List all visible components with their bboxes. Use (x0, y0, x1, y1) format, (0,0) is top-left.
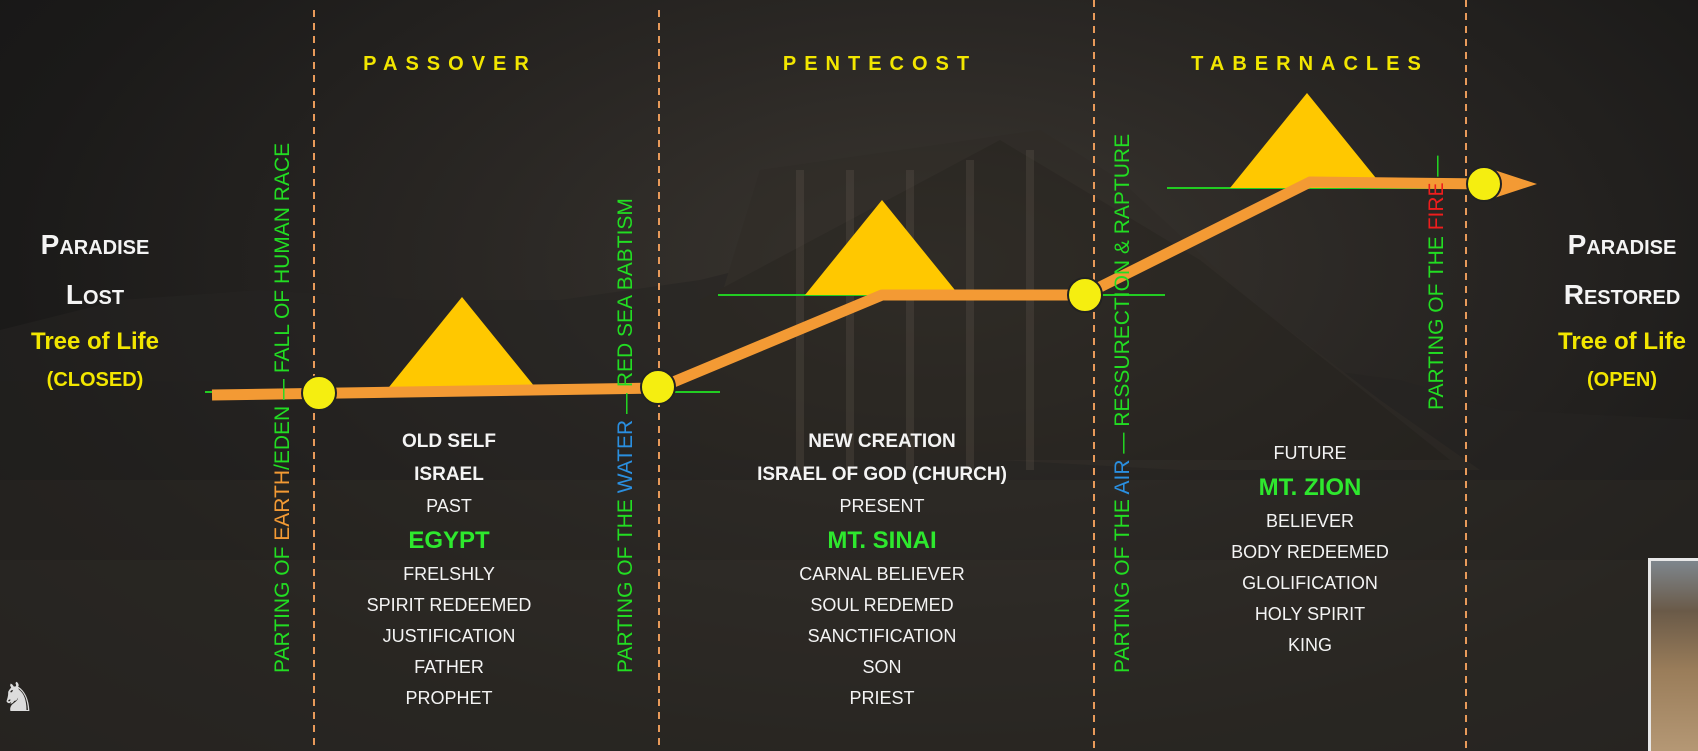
paradise-restored-line2: Restored (1563, 279, 1681, 310)
status-open: (OPEN) (1587, 369, 1657, 391)
pentecost-person: SON (862, 657, 902, 677)
pyramid-passover (385, 297, 539, 392)
path-arrowhead (1488, 168, 1537, 200)
node-air (1067, 277, 1103, 313)
tree-of-life-open: Tree of Life (1557, 328, 1687, 355)
divider-label-fire-part3: — (1425, 155, 1448, 183)
node-water (640, 369, 676, 405)
divider-label-fire: PARTING OF THE FIRE — (1425, 156, 1449, 410)
node-eden (301, 375, 337, 411)
pentecost-new-creation: NEW CREATION (808, 431, 956, 452)
passover-person: FATHER (414, 657, 484, 677)
divider-label-water-word: WATER (614, 419, 637, 494)
passover-office: PROPHET (405, 688, 493, 708)
divider-label-eden-part3: /EDEN — FALL OF HUMAN RACE (271, 142, 294, 470)
pentecost-column: NEW CREATION ISRAEL OF GOD (CHURCH) PRES… (742, 425, 1022, 714)
paradise-lost-line1: Paradise (40, 229, 150, 260)
divider-label-air-part3: — RESSURECTION & RAPTURE (1111, 133, 1134, 460)
paradise-lost-line2: Lost (65, 279, 125, 310)
tabernacles-office: KING (1287, 635, 1332, 655)
pentecost-israel-of-god: ISRAEL OF GOD (CHURCH) (757, 464, 1007, 485)
passover-stage: JUSTIFICATION (382, 626, 516, 646)
divider-label-air-word: AIR (1111, 459, 1134, 495)
divider-label-fire-part1: PARTING OF THE (1425, 230, 1448, 410)
inset-photo (1648, 558, 1698, 751)
paradise-restored-line1: Paradise (1567, 229, 1677, 260)
paradise-restored-panel: Paradise Restored Tree of Life (OPEN) (1527, 220, 1698, 396)
pentecost-nature: CARNAL BELIEVER (799, 564, 965, 584)
node-fire (1466, 166, 1502, 202)
fence-posts (796, 150, 1034, 470)
passover-time: PAST (426, 496, 472, 516)
divider-label-eden-part1: PARTING OF (271, 540, 294, 673)
pentecost-place: MT. SINAI (827, 527, 937, 554)
divider-label-eden: PARTING OF EARTH/EDEN — FALL OF HUMAN RA… (271, 143, 295, 673)
divider-label-water-part3: — RED SEA BABTISM (614, 198, 637, 420)
tabernacles-redeemed: BODY REDEEMED (1231, 542, 1389, 562)
section-title-passover: PASSOVER (363, 53, 537, 75)
section-title-pentecost: PENTECOST (782, 53, 978, 75)
pentecost-stage: SANCTIFICATION (807, 626, 957, 646)
tabernacles-place: MT. ZION (1258, 474, 1362, 501)
tabernacles-column: FUTURE MT. ZION BELIEVER BODY REDEEMED G… (1200, 438, 1420, 661)
lion-logo-icon: ♞ (0, 676, 36, 720)
passover-redeemed: SPIRIT REDEEMED (366, 595, 532, 615)
divider-label-water-part1: PARTING OF THE (614, 493, 637, 673)
pentecost-redeemed: SOUL REDEMED (810, 595, 954, 615)
pyramid-tabernacles (1230, 93, 1384, 188)
tabernacles-stage: GLOLIFICATION (1242, 573, 1378, 593)
passover-nature: FRELSHLY (403, 564, 495, 584)
tree-of-life-closed: Tree of Life (30, 328, 160, 355)
divider-label-eden-earth: EARTH (271, 469, 294, 541)
passover-place: EGYPT (408, 527, 490, 554)
pentecost-time: PRESENT (839, 496, 925, 516)
tabernacles-nature: BELIEVER (1265, 511, 1355, 531)
passover-israel: ISRAEL (414, 464, 484, 485)
progress-path (211, 176, 1491, 401)
paradise-lost-panel: Paradise Lost Tree of Life (CLOSED) (0, 220, 190, 396)
tabernacles-time: FUTURE (1273, 443, 1347, 463)
passover-column: OLD SELF ISRAEL PAST EGYPT FRELSHLY SPIR… (339, 425, 559, 714)
status-closed: (CLOSED) (46, 369, 144, 391)
divider-label-water: PARTING OF THE WATER — RED SEA BABTISM (614, 198, 638, 673)
pyramid-pentecost (805, 200, 959, 295)
divider-label-fire-word: FIRE (1425, 182, 1448, 231)
divider-label-air-part1: PARTING OF THE (1111, 494, 1134, 673)
pentecost-office: PRIEST (849, 688, 915, 708)
section-title-tabernacles: TABERNACLES (1191, 53, 1429, 75)
passover-old-self: OLD SELF (402, 431, 496, 452)
divider-label-air: PARTING OF THE AIR — RESSURECTION & RAPT… (1111, 134, 1135, 673)
tabernacles-person: HOLY SPIRIT (1254, 604, 1366, 624)
